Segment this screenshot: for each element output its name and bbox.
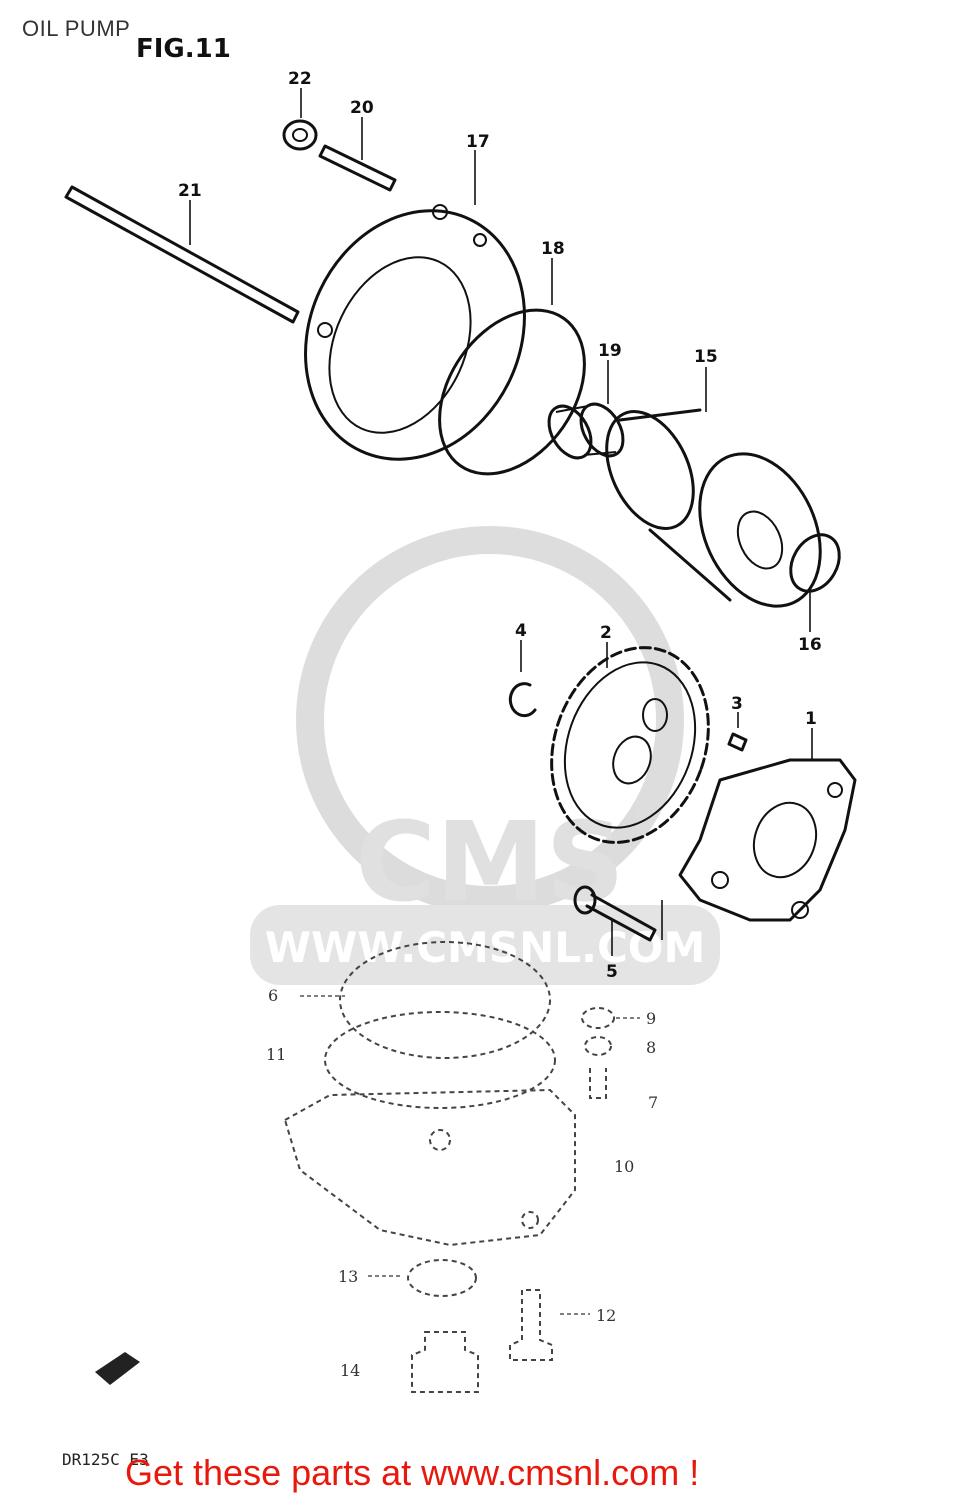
part-17-filter-cover: [304, 204, 526, 461]
part-11-gasket: [324, 1011, 556, 1109]
part-10-sump-cover: [283, 1088, 576, 1247]
part-2-pump-gear: [550, 646, 710, 844]
part-7-screw: [589, 1068, 607, 1099]
callout-15: 15: [694, 347, 718, 367]
callout-3: 3: [731, 694, 743, 714]
part-12-drain-bolt: [509, 1289, 553, 1361]
callout-22: 22: [288, 69, 312, 89]
callout-18: 18: [541, 239, 565, 259]
callout-11: 11: [266, 1045, 286, 1064]
part-20-stud: [318, 144, 397, 192]
watermark-logo: CMS: [355, 798, 624, 926]
part-21-long-stud: [64, 185, 300, 324]
part-15-oil-filter: [605, 408, 822, 608]
callout-7: 7: [648, 1093, 658, 1112]
part-3-pin: [727, 732, 748, 752]
callout-5: 5: [606, 962, 618, 982]
part-5-bolt: [573, 885, 657, 942]
callout-4: 4: [515, 621, 527, 641]
callout-17: 17: [466, 132, 490, 152]
callout-9: 9: [646, 1009, 656, 1028]
callout-16: 16: [798, 635, 822, 655]
callout-14: 14: [340, 1361, 360, 1380]
callout-19: 19: [598, 341, 622, 361]
part-18-o-ring: [438, 308, 586, 476]
page-title: OIL PUMP: [22, 16, 131, 41]
callout-21: 21: [178, 181, 202, 201]
figure-label: FIG.11: [136, 34, 231, 64]
part-13-washer: [407, 1259, 477, 1297]
cmsnl-link[interactable]: Get these parts at www.cmsnl.com !: [125, 1452, 700, 1493]
model-code: DR125C E3: [62, 1450, 149, 1469]
callout-2: 2: [600, 623, 612, 643]
cms-watermark: CMS WWW.CMSNL.COM: [250, 526, 720, 985]
part-14-plug: [411, 1331, 479, 1393]
part-8-spring-washer: [584, 1036, 612, 1056]
part-22-nut: [282, 119, 318, 151]
callout-20: 20: [350, 98, 374, 118]
part-6-oil-strainer: [339, 941, 551, 1059]
part-1-oil-pump-body: [678, 758, 857, 922]
callout-1: 1: [805, 709, 817, 729]
callout-6: 6: [268, 986, 278, 1005]
callout-12: 12: [596, 1306, 616, 1325]
part-16-o-ring: [789, 533, 841, 593]
callout-13: 13: [338, 1267, 358, 1286]
part-9-washer: [581, 1007, 615, 1029]
callout-8: 8: [646, 1038, 656, 1057]
part-4-circlip: [508, 682, 537, 718]
part-19-spring: [547, 402, 625, 460]
callout-10: 10: [614, 1157, 634, 1176]
front-arrow-icon: [95, 1352, 140, 1385]
watermark-text: WWW.CMSNL.COM: [265, 923, 706, 972]
